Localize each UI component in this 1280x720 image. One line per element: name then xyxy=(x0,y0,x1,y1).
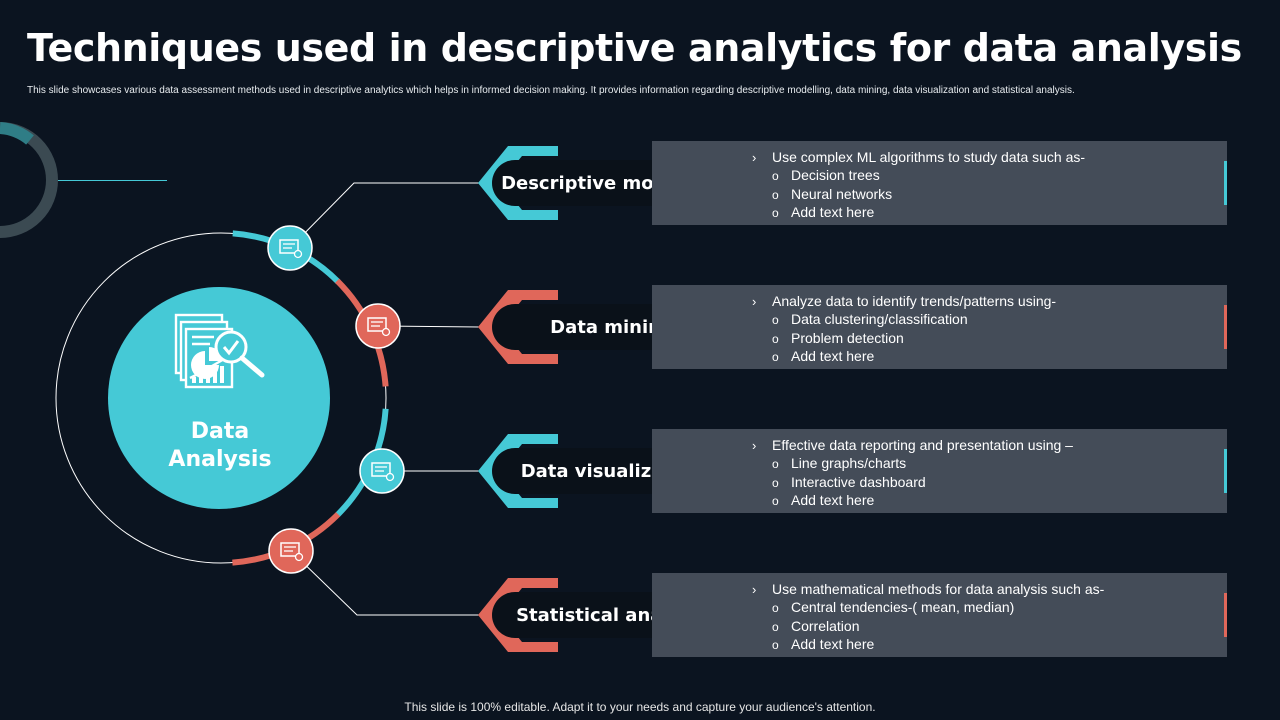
description-lead-text: Use complex ML algorithms to study data … xyxy=(772,149,1086,165)
chevron-bullet-icon: › xyxy=(752,294,757,309)
connector-line xyxy=(290,550,480,616)
circle-bullet-icon: o xyxy=(772,619,779,634)
chevron-bullet-icon: › xyxy=(752,438,757,453)
technique-description-data-visualization: › Effective data reporting and presentati… xyxy=(652,429,1227,513)
circle-bullet-icon: o xyxy=(772,475,779,490)
description-accent-bar xyxy=(1224,161,1227,205)
center-label-line1: Data xyxy=(190,419,250,444)
chevron-bullet-icon: › xyxy=(752,150,757,165)
ring-nodes xyxy=(267,225,405,574)
description-lead-text: Analyze data to identify trends/patterns… xyxy=(772,293,1057,309)
technique-description-descriptive-modelling: › Use complex ML algorithms to study data… xyxy=(652,141,1227,225)
technique-description-statistical-analysis: › Use mathematical methods for data analy… xyxy=(652,573,1227,657)
circle-bullet-icon: o xyxy=(772,494,779,509)
technique-label-text: Data mining xyxy=(550,316,674,338)
arrow-chevron xyxy=(478,578,558,652)
circle-bullet-icon: o xyxy=(772,457,779,471)
decorative-ring-highlight xyxy=(0,122,34,145)
description-accent-bar xyxy=(1224,593,1227,637)
description-accent-bar xyxy=(1224,449,1227,493)
circle-bullet-icon: o xyxy=(772,601,779,615)
circle-bullet-icon: o xyxy=(772,331,779,346)
checklist-pickaxe-icon xyxy=(355,303,401,349)
connector-line xyxy=(289,182,480,249)
description-accent-bar xyxy=(1224,305,1227,349)
circle-bullet-icon: o xyxy=(772,350,779,365)
circle-bullet-icon: o xyxy=(772,169,779,183)
description-lead: › Analyze data to identify trends/pattern… xyxy=(752,293,1056,309)
description-lead: › Use complex ML algorithms to study data… xyxy=(752,149,1085,165)
description-lead: › Effective data reporting and presentati… xyxy=(752,437,1073,453)
dashboard-gear-icon xyxy=(267,225,313,271)
description-lead-text: Use mathematical methods for data analys… xyxy=(772,581,1105,597)
description-lead: › Use mathematical methods for data analy… xyxy=(752,581,1104,597)
circle-bullet-icon: o xyxy=(772,313,779,327)
arrow-chevron xyxy=(478,290,558,364)
circle-bullet-icon: o xyxy=(772,638,779,653)
center-disk xyxy=(108,287,330,509)
report-magnifier-icon xyxy=(174,313,265,389)
label-chevrons xyxy=(478,146,558,652)
circle-bullet-icon: o xyxy=(772,206,779,221)
presentation-board-icon xyxy=(359,448,405,494)
technique-description-data-mining: › Analyze data to identify trends/pattern… xyxy=(652,285,1227,369)
arrow-chevron xyxy=(478,146,558,220)
center-label-line2: Analysis xyxy=(168,447,272,472)
outer-ring xyxy=(55,232,387,564)
chevron-bullet-icon: › xyxy=(752,582,757,597)
page-subtitle: This slide showcases various data assess… xyxy=(27,85,1075,96)
center-label: Data Analysis xyxy=(150,418,290,474)
circle-bullet-icon: o xyxy=(772,187,779,202)
description-lead-text: Effective data reporting and presentatio… xyxy=(772,437,1073,453)
page-title: Techniques used in descriptive analytics… xyxy=(27,26,1242,70)
arrow-chevron xyxy=(478,434,558,508)
footer-note: This slide is 100% editable. Adapt it to… xyxy=(404,700,876,714)
statistics-document-icon xyxy=(268,528,314,574)
